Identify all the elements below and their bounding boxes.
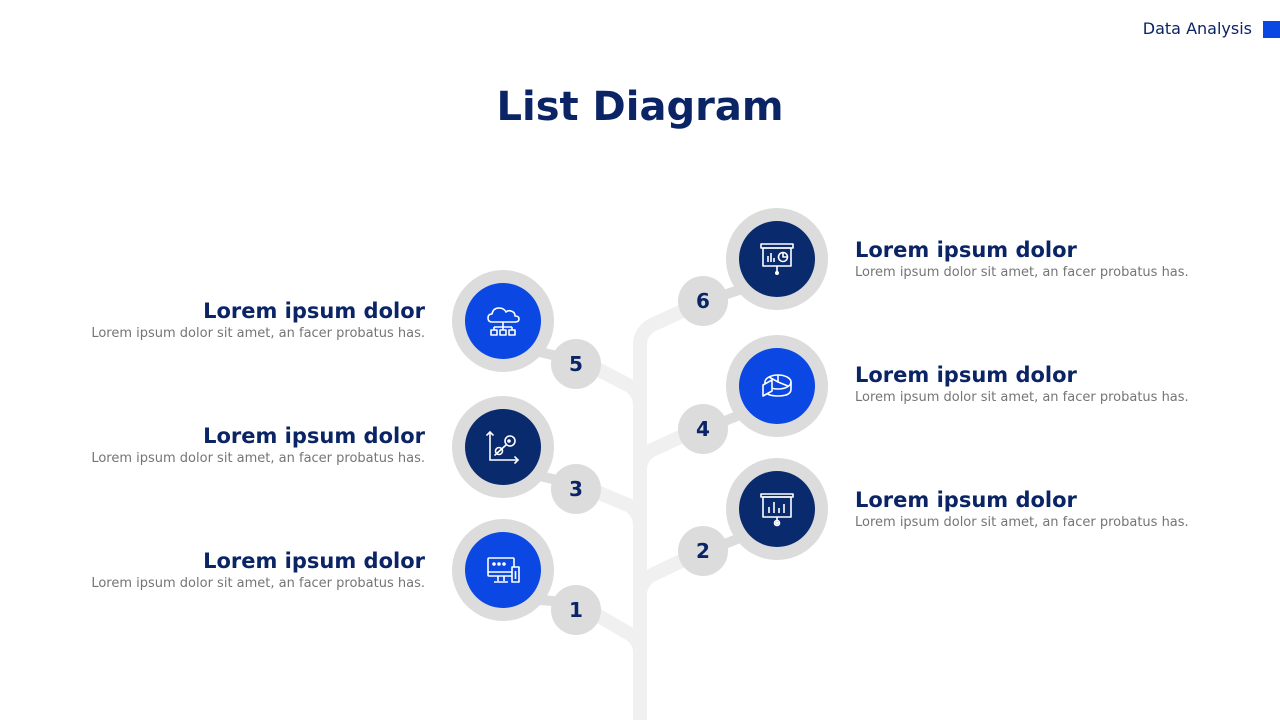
icon-disc-2 [739,471,815,547]
item-description-1: Lorem ipsum dolor sit amet, an facer pro… [91,576,425,591]
node-ring-3 [452,396,554,498]
presentation-board-icon [760,243,794,275]
branch-3 [573,478,647,547]
pie-chart-3d-icon [762,374,792,397]
step-number-1: 1 [551,585,601,635]
branch-2 [633,545,707,617]
item-title-2: Lorem ipsum dolor [855,488,1077,512]
text-block-2: Lorem ipsum dolor Lorem ipsum dolor sit … [855,487,1215,533]
scatter-plot-icon [486,430,520,464]
monitor-dashboard-icon [487,557,520,583]
text-block-1: Lorem ipsum dolor Lorem ipsum dolor sit … [65,548,425,594]
node-ring-1 [452,519,554,621]
item-description-6: Lorem ipsum dolor sit amet, an facer pro… [855,265,1189,280]
item-description-4: Lorem ipsum dolor sit amet, an facer pro… [855,390,1189,405]
item-description-5: Lorem ipsum dolor sit amet, an facer pro… [91,326,425,341]
text-block-3: Lorem ipsum dolor Lorem ipsum dolor sit … [65,423,425,469]
item-title-6: Lorem ipsum dolor [855,238,1077,262]
branch-4 [633,421,707,492]
icon-disc-4 [739,348,815,424]
step-number-3: 3 [551,464,601,514]
node-ring-4 [726,335,828,437]
branch-5 [573,353,647,427]
icon-disc-5 [465,283,541,359]
icon-disc-1 [465,532,541,608]
step-number-4: 4 [678,404,728,454]
item-title-3: Lorem ipsum dolor [203,424,425,448]
page-title: List Diagram [496,84,784,130]
node-ring-5 [452,270,554,372]
node-ring-6 [726,208,828,310]
item-title-4: Lorem ipsum dolor [855,363,1077,387]
branch-1 [573,598,647,672]
header-tag: Data Analysis [1142,19,1252,38]
item-title-1: Lorem ipsum dolor [203,549,425,573]
text-block-5: Lorem ipsum dolor Lorem ipsum dolor sit … [65,298,425,344]
step-number-5: 5 [551,339,601,389]
text-block-4: Lorem ipsum dolor Lorem ipsum dolor sit … [855,362,1215,408]
presentation-bar-chart-icon [760,493,794,527]
icon-disc-6 [739,221,815,297]
item-title-5: Lorem ipsum dolor [203,299,425,323]
text-block-6: Lorem ipsum dolor Lorem ipsum dolor sit … [855,237,1215,283]
step-number-2: 2 [678,526,728,576]
item-description-2: Lorem ipsum dolor sit amet, an facer pro… [855,515,1189,530]
node-ring-2 [726,458,828,560]
icon-disc-3 [465,409,541,485]
header-accent-square [1263,21,1280,38]
step-number-6: 6 [678,276,728,326]
cloud-network-icon [487,307,520,336]
branch-6 [633,296,707,367]
item-description-3: Lorem ipsum dolor sit amet, an facer pro… [91,451,425,466]
